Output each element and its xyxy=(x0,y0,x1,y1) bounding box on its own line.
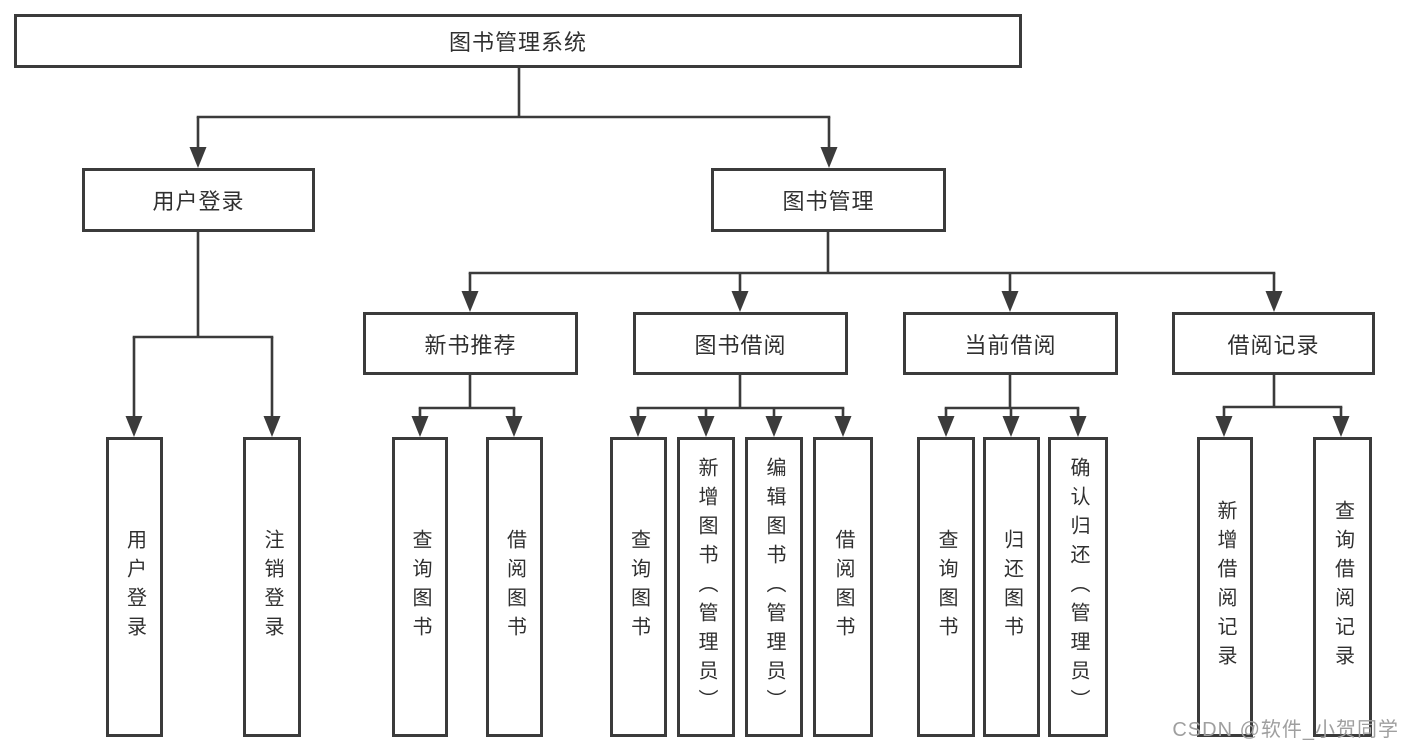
leaf-label: 查询图书 xyxy=(409,529,431,645)
node-label: 当前借阅 xyxy=(964,332,1057,358)
csdn-watermark: CSDN @软件_小贺同学 xyxy=(1172,719,1399,741)
node-book-management: 图书管理 xyxy=(711,168,946,232)
node-borrowing-records: 借阅记录 xyxy=(1172,312,1375,375)
leaf-label: 新增借阅记录 xyxy=(1214,500,1236,674)
leaf-label: 注销登录 xyxy=(261,529,283,645)
leaf-query-books-recommend: 查询图书 xyxy=(392,437,448,737)
node-new-book-recommend: 新书推荐 xyxy=(363,312,578,375)
node-label: 新书推荐 xyxy=(424,332,517,358)
leaf-label: 编辑图书（管理员） xyxy=(763,456,785,718)
node-label: 借阅记录 xyxy=(1227,332,1320,358)
leaf-add-books-admin: 新增图书（管理员） xyxy=(677,437,735,737)
leaf-label: 用户登录 xyxy=(123,529,146,645)
leaf-label: 查询图书 xyxy=(935,529,957,645)
leaf-label: 查询借阅记录 xyxy=(1331,500,1354,674)
leaf-label: 确认归还（管理员） xyxy=(1067,456,1089,718)
leaf-query-books-borrowing: 查询图书 xyxy=(610,437,667,737)
node-label: 图书管理系统 xyxy=(448,30,587,55)
node-label: 图书管理 xyxy=(782,189,875,214)
leaf-borrow-books-recommend: 借阅图书 xyxy=(486,437,543,737)
node-user-login: 用户登录 xyxy=(82,168,315,232)
node-current-borrowing: 当前借阅 xyxy=(903,312,1118,375)
leaf-borrow-books: 借阅图书 xyxy=(813,437,873,737)
leaf-add-borrow-record: 新增借阅记录 xyxy=(1197,437,1253,737)
leaf-label: 借阅图书 xyxy=(832,529,854,645)
leaf-label: 归还图书 xyxy=(1000,529,1023,645)
leaf-logout: 注销登录 xyxy=(243,437,301,737)
leaf-query-books-current: 查询图书 xyxy=(917,437,975,737)
leaf-edit-books-admin: 编辑图书（管理员） xyxy=(745,437,803,737)
leaf-label: 查询图书 xyxy=(627,529,650,645)
leaf-query-borrow-record: 查询借阅记录 xyxy=(1313,437,1372,737)
leaf-confirm-return-admin: 确认归还（管理员） xyxy=(1048,437,1108,737)
node-library-management-system: 图书管理系统 xyxy=(14,14,1022,68)
node-book-borrowing: 图书借阅 xyxy=(633,312,848,375)
leaf-label: 借阅图书 xyxy=(503,529,526,645)
node-label: 用户登录 xyxy=(152,189,245,214)
leaf-label: 新增图书（管理员） xyxy=(695,456,717,718)
leaf-return-books: 归还图书 xyxy=(983,437,1040,737)
node-label: 图书借阅 xyxy=(694,332,787,358)
leaf-user-login: 用户登录 xyxy=(106,437,163,737)
